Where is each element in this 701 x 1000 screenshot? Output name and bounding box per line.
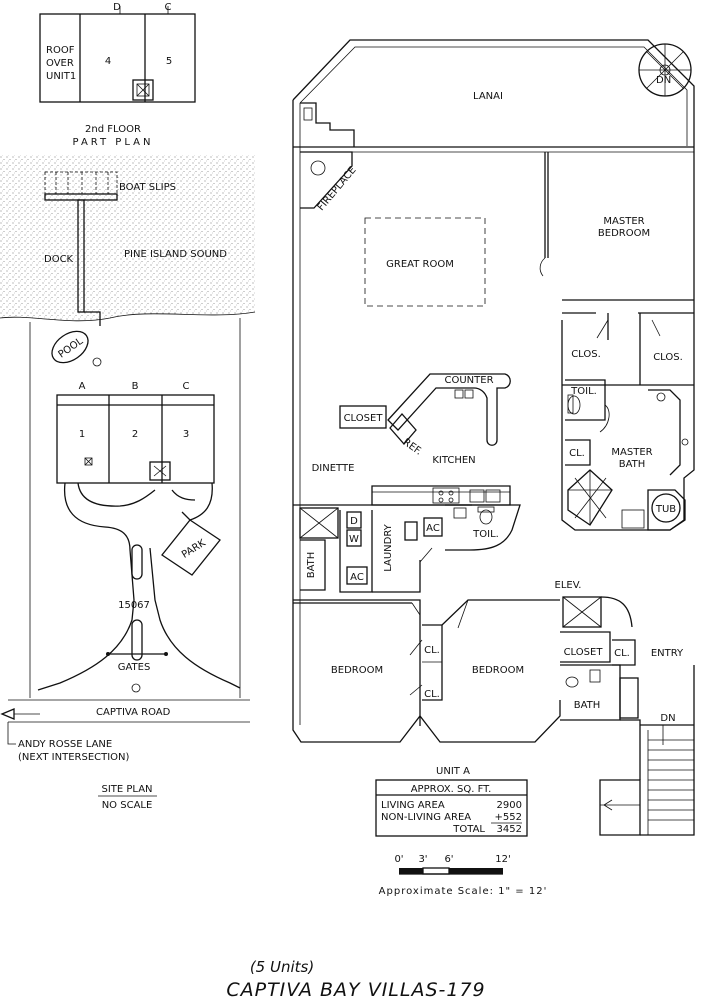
site-unit-1: 1: [79, 429, 85, 440]
unit-area-table: UNIT A APPROX. SQ. FT. LIVING AREA 2900 …: [375, 766, 528, 837]
dn-top-label: DN: [656, 75, 671, 86]
part-plan-col-d: D: [113, 2, 121, 13]
scale-text: Approximate Scale: 1" = 12': [379, 886, 548, 897]
cl-entry-label: CL.: [614, 648, 630, 659]
part-plan-roof-line-1: ROOF: [46, 45, 75, 56]
site-col-c: C: [183, 381, 190, 392]
address-label: 15067: [118, 600, 150, 611]
master-bedroom-label-2: BEDROOM: [598, 228, 650, 239]
part-plan-title-1: 2nd FLOOR: [85, 124, 141, 135]
water-area: [0, 155, 255, 321]
ac-2-label: AC: [426, 523, 440, 534]
scale-bar: 0' 3' 6' 12' Approximate Scale: 1" = 12': [379, 854, 548, 897]
road-label: CAPTIVA ROAD: [96, 707, 171, 718]
park-label: PARK: [180, 538, 208, 561]
great-room-label: GREAT ROOM: [386, 259, 454, 270]
pool-label: POOL: [57, 336, 86, 361]
part-plan-col-c: C: [165, 2, 172, 13]
lanai-label: LANAI: [473, 91, 503, 102]
dinette-label: DINETTE: [312, 463, 355, 474]
site-unit-3: 3: [183, 429, 189, 440]
gates-label: GATES: [118, 662, 151, 673]
laundry-label: LAUNDRY: [383, 523, 394, 571]
total-value: 3452: [497, 824, 522, 835]
dock-label: DOCK: [44, 254, 74, 265]
scale-tick-3: 3': [418, 854, 427, 865]
master-bedroom-label-1: MASTER: [603, 216, 644, 227]
site-plan-subtitle: NO SCALE: [102, 800, 153, 811]
bedroom-1-label: BEDROOM: [331, 665, 383, 676]
dryer-label: D: [350, 516, 358, 527]
master-bath-label-2: BATH: [619, 459, 646, 470]
scale-tick-6: 6': [444, 854, 453, 865]
part-plan-unit-4: 4: [105, 56, 111, 67]
part-plan: D C ROOF OVER UNIT1 4 5 2nd FLOOR PART P…: [39, 2, 196, 148]
closet-kitchen-label: CLOSET: [344, 413, 384, 424]
kitchen-label: KITCHEN: [432, 455, 475, 466]
property-name: CAPTIVA BAY VILLAS-179: [226, 979, 485, 1000]
elev-label: ELEV.: [555, 580, 582, 591]
footer-title: (5 Units) CAPTIVA BAY VILLAS-179: [226, 958, 485, 1000]
living-area-label: LIVING AREA: [381, 800, 445, 811]
unit-table-title: UNIT A: [436, 766, 470, 777]
floor-plan: DN LANAI FIREPLACE GREAT ROOM MASTER BED…: [292, 39, 695, 836]
part-plan-unit-5: 5: [166, 56, 172, 67]
master-bath-label-1: MASTER: [611, 447, 652, 458]
sound-label: PINE ISLAND SOUND: [124, 249, 227, 260]
washer-label: W: [349, 534, 359, 545]
total-label: TOTAL: [452, 824, 485, 835]
units-count: (5 Units): [250, 958, 314, 976]
fireplace-label: FIREPLACE: [316, 165, 359, 213]
tub-label: TUB: [655, 504, 676, 515]
part-plan-roof-line-3: UNIT1: [46, 71, 76, 82]
ac-1-label: AC: [350, 572, 364, 583]
counter-label: COUNTER: [444, 375, 493, 386]
lane-label-2: (NEXT INTERSECTION): [18, 752, 130, 763]
site-plan-title: SITE PLAN: [101, 784, 152, 795]
bath-left-label: BATH: [306, 552, 317, 579]
part-plan-roof-line-2: OVER: [46, 58, 74, 69]
lane-label-1: ANDY ROSSE LANE: [18, 739, 112, 750]
toil-label: TOIL.: [472, 529, 499, 540]
unit-table-header: APPROX. SQ. FT.: [411, 784, 492, 795]
living-area-value: 2900: [497, 800, 522, 811]
site-col-a: A: [79, 381, 86, 392]
bedroom-2-label: BEDROOM: [472, 665, 524, 676]
scale-tick-0: 0': [394, 854, 403, 865]
site-col-b: B: [132, 381, 139, 392]
non-living-area-label: NON-LIVING AREA: [381, 812, 471, 823]
part-plan-title-2: PART PLAN: [73, 137, 154, 148]
site-unit-2: 2: [132, 429, 138, 440]
cl-bed-1-label: CL.: [424, 645, 440, 656]
dn-bottom-label: DN: [660, 713, 675, 724]
cl-bed-2-label: CL.: [424, 689, 440, 700]
entry-label: ENTRY: [651, 648, 684, 659]
clos-right-label: CLOS.: [653, 352, 683, 363]
clos-left-label: CLOS.: [571, 349, 601, 360]
closet-entry-label: CLOSET: [564, 647, 604, 658]
boat-slips-label: BOAT SLIPS: [119, 182, 176, 193]
scale-tick-12: 12': [495, 854, 510, 865]
ref-label: REF.: [401, 437, 424, 458]
cl-master-label: CL.: [569, 448, 585, 459]
non-living-area-value: +552: [495, 812, 522, 823]
site-plan: BOAT SLIPS DOCK PINE ISLAND SOUND POOL A…: [0, 155, 256, 811]
toil-master-label: TOIL.: [570, 386, 597, 397]
bath-right-label: BATH: [574, 700, 601, 711]
